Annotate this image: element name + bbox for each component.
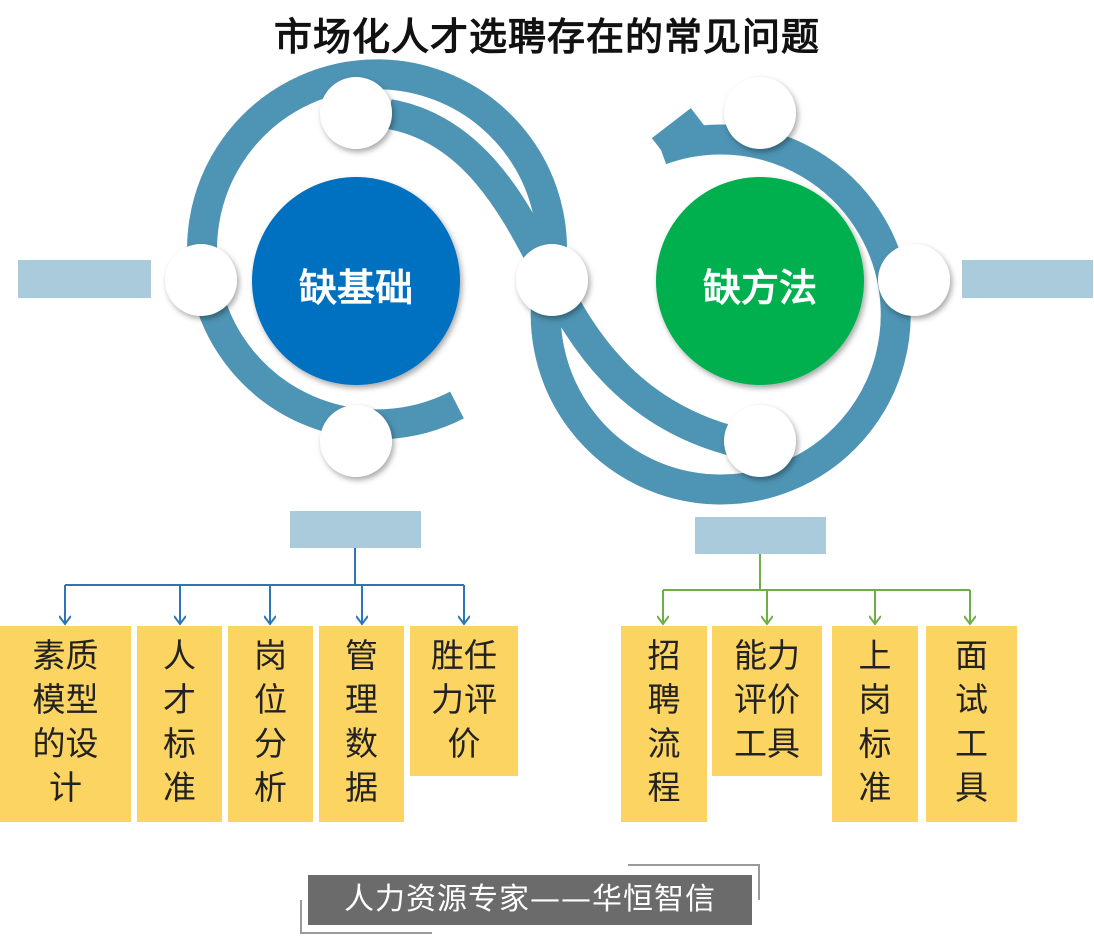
right-tree-connectors [663,554,970,623]
left-box-4: 管理数据 [319,626,404,822]
node-circle [724,77,796,149]
left-box-5: 胜任力评价 [410,626,518,776]
node-circle [320,405,392,477]
right-box-2: 能力评价工具 [712,626,822,776]
right-box-1: 招聘流程 [621,626,707,822]
left-side-bar [18,260,151,298]
left-box-2: 人才标准 [137,626,222,822]
left-tree-root-bar [290,511,421,548]
node-circle [165,244,237,316]
node-circle [724,405,796,477]
footer-frame-bottom-left [300,900,432,934]
left-box-3: 岗位分析 [228,626,313,822]
footer-frame-top-right [628,864,760,900]
node-circle [320,77,392,149]
left-box-1: 素质模型的设计 [0,626,131,822]
right-core-circle [656,177,864,385]
node-circle [516,244,588,316]
right-loop-ring [530,124,911,505]
node-circle [878,244,950,316]
diagram-title: 市场化人才选聘存在的常见问题 [273,15,820,59]
right-tree-root-bar [695,517,826,554]
footer-brand: 人力资源专家——华恒智信 [308,875,752,925]
right-side-bar [962,260,1093,298]
left-core-circle [252,177,460,385]
left-core-label: 缺基础 [298,266,413,310]
right-core-label: 缺方法 [702,266,817,310]
right-box-4: 面试工具 [926,626,1017,822]
left-tree-connectors [65,548,464,623]
right-box-3: 上岗标准 [832,626,918,822]
left-loop-ring [187,59,567,440]
